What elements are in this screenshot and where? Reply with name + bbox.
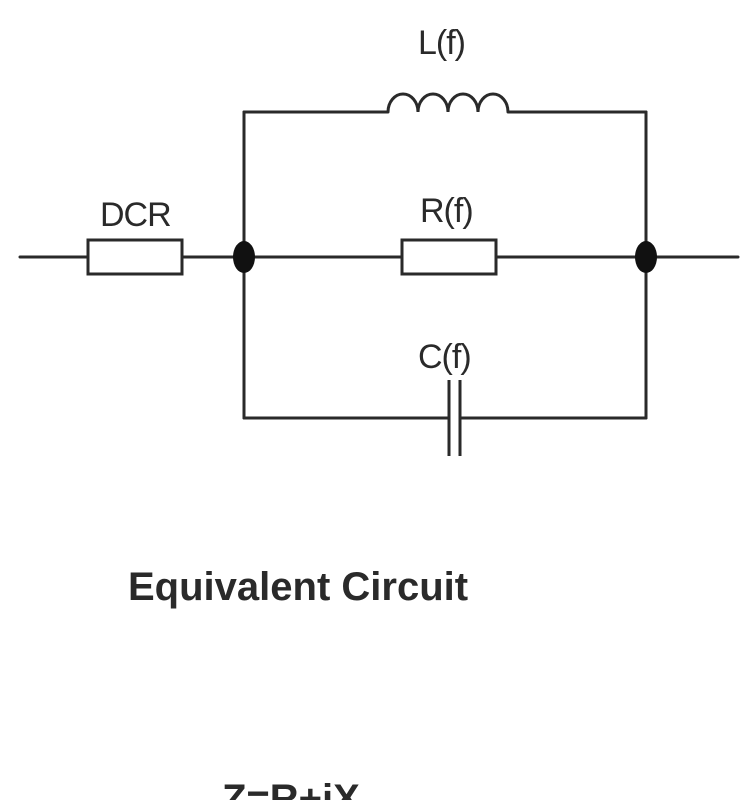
rf-resistor [400, 238, 498, 276]
left-junction-node [233, 241, 255, 273]
lf-label: L(f) [418, 24, 465, 62]
diagram-caption: Equivalent Circuit [128, 565, 468, 609]
dcr-label: DCR [100, 196, 171, 234]
impedance-formula: Z=R+jX [222, 777, 360, 800]
rf-label: R(f) [420, 192, 473, 230]
right-junction-node [635, 241, 657, 273]
dcr-resistor [86, 238, 184, 276]
inductor-coil [386, 92, 510, 113]
cf-label: C(f) [418, 338, 471, 376]
